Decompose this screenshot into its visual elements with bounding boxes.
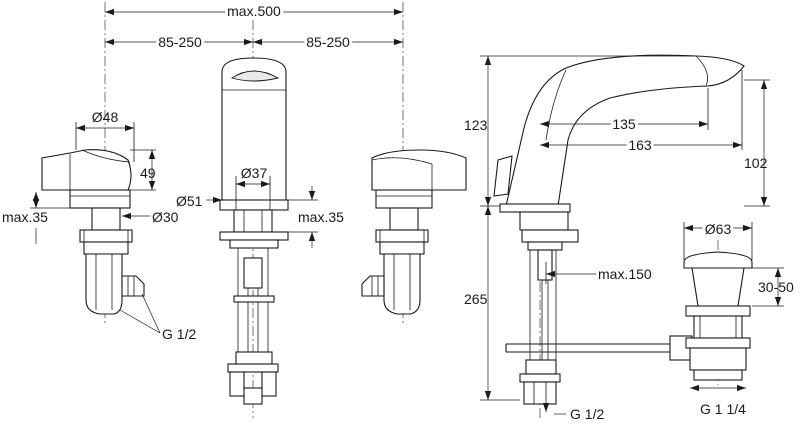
label-d51: Ø51: [176, 193, 203, 209]
left-valve-dimensions: [30, 122, 161, 334]
side-spout: [493, 54, 745, 405]
right-valve: [361, 149, 467, 315]
label-max150: max.150: [598, 266, 652, 282]
label-max35-left: max.35: [2, 209, 48, 225]
label-l163: 163: [628, 137, 652, 153]
label-d37: Ø37: [241, 165, 268, 181]
label-h49: 49: [140, 165, 156, 181]
center-spout: [219, 57, 289, 405]
label-max500: max.500: [227, 3, 281, 19]
label-max35-right: max.35: [298, 209, 344, 225]
label-spacing-right: 85-250: [306, 34, 350, 50]
label-g114: G 1 1/4: [700, 401, 746, 417]
label-h102: 102: [744, 155, 768, 171]
label-l135: 135: [612, 116, 636, 132]
label-d63: Ø63: [705, 221, 732, 237]
label-g12-right: G 1/2: [570, 406, 604, 422]
label-g12-left: G 1/2: [162, 326, 196, 342]
label-d30: Ø30: [152, 209, 179, 225]
pop-up-waste: [505, 251, 753, 381]
label-d48: Ø48: [92, 109, 119, 125]
label-spacing-left: 85-250: [158, 34, 202, 50]
left-valve: [41, 149, 145, 315]
center-spout-dimensions: [206, 176, 318, 248]
side-view-dimensions: [480, 55, 784, 415]
label-r3050: 30-50: [758, 279, 794, 295]
label-h123: 123: [464, 117, 488, 133]
label-h265: 265: [464, 291, 488, 307]
